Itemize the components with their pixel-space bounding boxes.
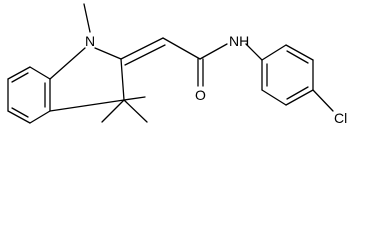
atom-label-cl: Cl	[334, 110, 347, 126]
molecule-structure: N N H O Cl	[7, 3, 347, 126]
bond	[49, 99, 125, 112]
exocyclic-double-bond	[120, 37, 164, 60]
aromatic-double-bond	[11, 107, 29, 118]
bond	[162, 37, 201, 60]
amide-bond	[199, 43, 228, 60]
indoline-five-ring	[49, 47, 125, 112]
c-cl-bond	[312, 89, 334, 112]
bond	[7, 66, 31, 80]
atom-label-n-amide: N	[229, 33, 239, 49]
aromatic-double-bond	[286, 50, 309, 64]
gem-methyl-bond	[123, 99, 148, 123]
gem-methyl-bond	[101, 99, 125, 123]
bond	[94, 47, 122, 60]
n-methyl-bond	[83, 3, 91, 33]
structure-canvas: N N H O Cl	[7, 3, 347, 126]
bond	[285, 44, 314, 61]
bond	[29, 110, 51, 124]
atom-label-o-carbonyl: O	[195, 87, 206, 103]
indoline-benzene-ring	[7, 66, 51, 124]
bond	[29, 66, 51, 80]
chlorophenyl-ring	[261, 44, 314, 106]
bond	[120, 58, 125, 101]
bond	[285, 89, 314, 106]
bond	[261, 89, 287, 106]
aromatic-double-bond	[286, 86, 309, 100]
bond	[7, 110, 31, 124]
atom-label-h-amide: H	[239, 33, 249, 49]
gem-methyl-bond	[123, 96, 146, 101]
aromatic-double-bond	[11, 72, 29, 83]
bond	[49, 47, 86, 80]
exocyclic-double-bond	[124, 44, 166, 66]
n-aryl-bond	[245, 43, 263, 61]
bond	[261, 44, 287, 61]
atom-label-n-indoline: N	[85, 33, 95, 49]
